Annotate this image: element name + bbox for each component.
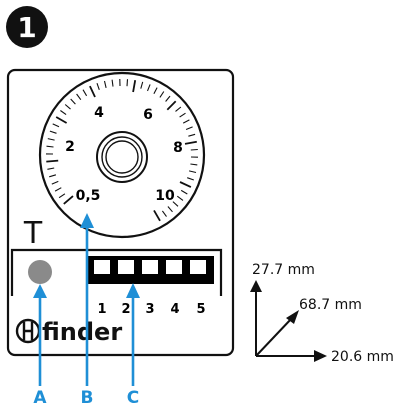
dial-tick bbox=[132, 80, 137, 93]
dip-number-2: 2 bbox=[121, 302, 130, 317]
depth-axis bbox=[255, 317, 293, 357]
dial-tick bbox=[70, 98, 76, 105]
dial-tick bbox=[60, 110, 67, 116]
dip-switch-4[interactable] bbox=[166, 260, 182, 274]
callout-a: A bbox=[33, 284, 47, 408]
dial-tick bbox=[190, 163, 198, 166]
dip-switch-block[interactable] bbox=[88, 256, 214, 284]
height-arrowhead bbox=[250, 280, 262, 292]
dial-tick bbox=[89, 85, 96, 98]
dial-label-6: 6 bbox=[143, 107, 153, 123]
dip-switch-5[interactable] bbox=[190, 260, 206, 274]
dial-tick bbox=[96, 83, 100, 90]
dial-tick bbox=[51, 180, 59, 185]
depth-dimension-label: 68.7 mm bbox=[299, 297, 362, 313]
dial-tick bbox=[161, 210, 167, 217]
finder-logo: finder bbox=[15, 318, 122, 346]
dial-tick bbox=[159, 91, 165, 98]
callout-b-label: B bbox=[81, 388, 94, 408]
dial-tick bbox=[146, 84, 151, 92]
dial-tick bbox=[46, 145, 54, 148]
timing-dial[interactable]: 4 6 2 8 10 0,5 bbox=[38, 71, 206, 239]
dial-tick bbox=[166, 100, 177, 111]
dial-tick bbox=[153, 87, 158, 95]
step-badge: 1 bbox=[6, 6, 48, 48]
callout-c: C bbox=[126, 283, 140, 408]
dial-tick bbox=[49, 174, 57, 178]
dial-tick bbox=[187, 177, 194, 181]
dial-tick bbox=[176, 195, 184, 201]
dip-number-3: 3 bbox=[145, 302, 154, 317]
dial-tick bbox=[47, 167, 55, 170]
status-led bbox=[28, 260, 52, 284]
dial-knob-outer bbox=[96, 131, 148, 183]
dial-tick bbox=[47, 138, 55, 141]
dial-label-4: 4 bbox=[94, 105, 104, 121]
width-arrowhead bbox=[314, 350, 327, 362]
dial-tick bbox=[54, 187, 62, 192]
dial-tick bbox=[126, 79, 129, 87]
dial-tick bbox=[188, 133, 196, 137]
dial-tick bbox=[179, 112, 186, 118]
dial-tick bbox=[111, 79, 114, 87]
dip-switch-3[interactable] bbox=[142, 260, 158, 274]
dial-tick bbox=[46, 159, 59, 163]
dial-tick bbox=[153, 209, 161, 222]
dial-tick bbox=[175, 106, 182, 112]
finder-logo-mark-inner bbox=[22, 322, 34, 340]
dial-tick bbox=[190, 148, 198, 151]
step-badge-circle bbox=[6, 6, 48, 48]
lower-panel-frame bbox=[10, 248, 223, 296]
dial-tick bbox=[184, 140, 197, 145]
dial-label-10: 10 bbox=[155, 188, 175, 204]
dial-knob-center bbox=[105, 140, 139, 174]
dimension-axes: 27.7 mm 68.7 mm 20.6 mm bbox=[250, 262, 394, 365]
brand-wordmark: finder bbox=[42, 318, 122, 346]
dial-tick bbox=[49, 130, 57, 134]
callout-b: B bbox=[80, 213, 94, 408]
callout-c-arrowhead bbox=[126, 283, 140, 298]
width-dimension-label: 20.6 mm bbox=[331, 349, 394, 365]
dial-tick bbox=[58, 193, 66, 199]
dial-tick-marks bbox=[45, 78, 199, 222]
function-letter: T bbox=[23, 216, 43, 251]
dial-tick bbox=[188, 170, 197, 174]
dial-tick bbox=[167, 206, 173, 213]
dial-tick bbox=[185, 126, 193, 131]
callout-a-label: A bbox=[33, 388, 47, 408]
dial-tick bbox=[55, 116, 68, 124]
dial-tick bbox=[64, 104, 71, 110]
dip-number-1: 1 bbox=[97, 302, 106, 317]
dip-number-4: 4 bbox=[170, 302, 179, 317]
dial-tick bbox=[182, 119, 190, 124]
callout-a-arrowhead bbox=[33, 284, 47, 298]
dial-tick bbox=[180, 189, 188, 195]
step-badge-number: 1 bbox=[17, 11, 36, 44]
height-dimension-label: 27.7 mm bbox=[252, 262, 315, 278]
dial-tick bbox=[52, 123, 60, 128]
dial-tick bbox=[179, 181, 192, 188]
dip-switch-1[interactable] bbox=[94, 260, 110, 274]
dial-tick bbox=[63, 195, 74, 205]
dial-tick bbox=[140, 81, 144, 89]
dial-tick bbox=[172, 201, 179, 207]
dial-tick bbox=[82, 89, 88, 97]
dip-number-5: 5 bbox=[196, 302, 205, 317]
dial-knob-ring bbox=[101, 136, 143, 178]
dial-label-2: 2 bbox=[65, 139, 75, 155]
dial-tick bbox=[103, 80, 107, 89]
dial-label-min: 0,5 bbox=[76, 188, 101, 204]
callout-c-label: C bbox=[127, 388, 139, 408]
dial-tick bbox=[76, 93, 82, 101]
dial-tick bbox=[165, 95, 171, 102]
depth-arrowhead bbox=[286, 310, 299, 324]
dip-switch-2[interactable] bbox=[118, 260, 134, 274]
callout-b-arrowhead bbox=[80, 213, 94, 228]
dial-label-8: 8 bbox=[173, 140, 183, 156]
device-front-panel: 4 6 2 8 10 0,5 T 1 2 3 4 5 bbox=[6, 68, 235, 357]
